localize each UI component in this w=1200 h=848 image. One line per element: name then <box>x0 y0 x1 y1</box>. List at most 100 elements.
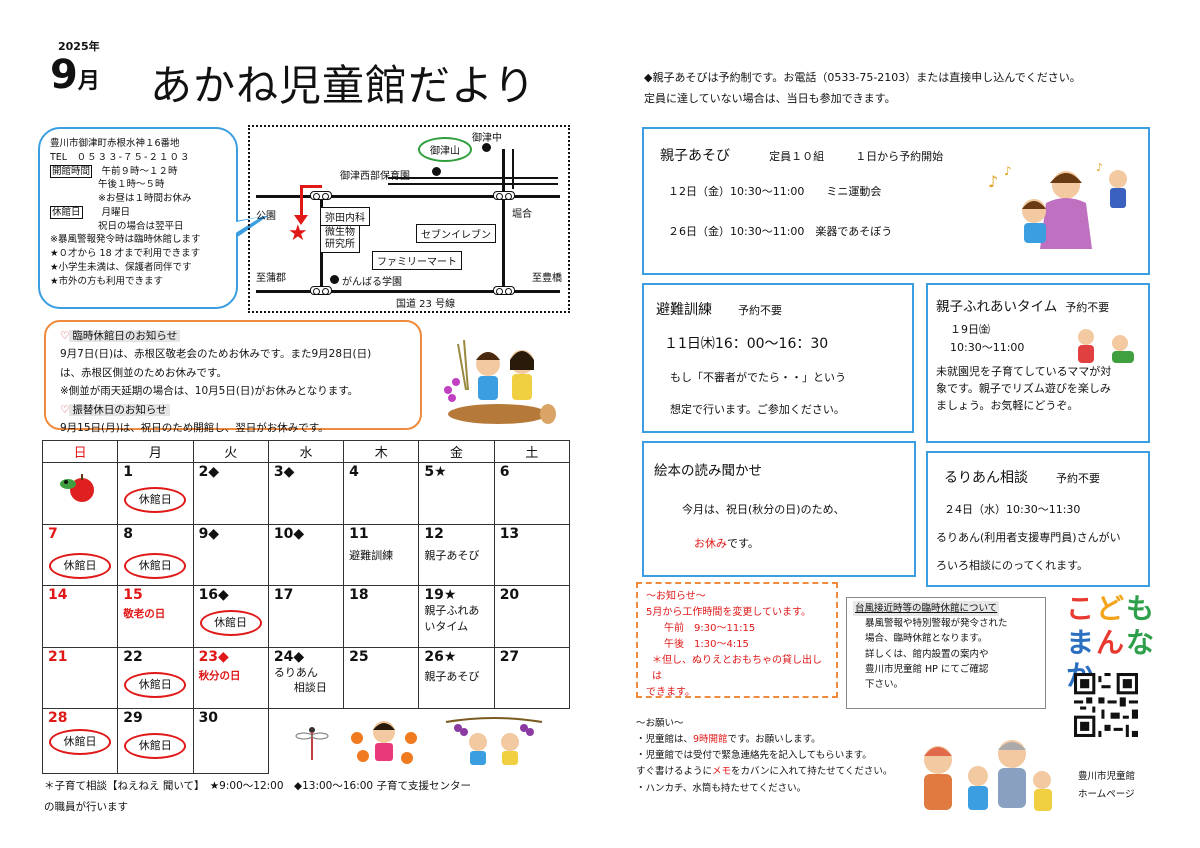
day-number: 1 <box>123 464 134 480</box>
asobi-event-2-date: ２6日（金）10:30～11:00 <box>668 225 805 238</box>
typhoon-closure-notice: 台風接近時等の臨時休館について 暴風警報や特別警報が発令された 場合、臨時休館と… <box>846 597 1046 709</box>
day-number: 9◆ <box>198 525 220 542</box>
event-label: 避難訓練 <box>349 548 394 562</box>
hinan-line-2: 想定で行います。ご参加ください。 <box>670 403 845 416</box>
map-label-to-gamagori: 至蒲郡 <box>256 273 286 284</box>
event-label: 親子あそび <box>424 669 480 683</box>
hours-note: ※お昼は１時間お休み <box>98 193 192 205</box>
day-number: 28 <box>48 710 68 727</box>
map-road-right <box>502 149 505 293</box>
info-bubble: 豊川市御津町赤根水神１6番地 TEL ０５３３-７５-２１０３ 開館時間 午前９… <box>38 127 238 309</box>
hours-am: 午前９時～１２時 <box>101 165 178 177</box>
asobi-reservation-start: １日から予約開始 <box>855 150 944 163</box>
month-number: 9 <box>50 52 78 98</box>
calendar-cell-24: 24◆るりあん相談日 <box>267 646 345 710</box>
day-number: 10◆ <box>273 525 305 542</box>
calendar-cell-10: 10◆ <box>267 523 345 587</box>
closed-day-oval: 休館日 <box>124 487 187 513</box>
map-arrow-down <box>294 215 308 225</box>
notice-title-2: 振替休日のお知らせ <box>69 403 170 416</box>
day-number: 21 <box>48 648 68 665</box>
day-number: 19★ <box>424 587 457 604</box>
fureai-reservation: 予約不要 <box>1065 301 1110 314</box>
fureai-line-3: ましょう。お気軽にどうぞ。 <box>936 399 1079 413</box>
calendar-cell-empty <box>344 709 419 774</box>
tel-label: TEL <box>50 151 68 163</box>
request-line-3: すぐ書けるようにメモをカバンに入れて持たせてください。 <box>636 764 926 780</box>
map-box-biseibutsu: 微生物 研究所 <box>320 225 360 253</box>
homepage-line-1: 豊川市児童館 <box>1078 771 1136 782</box>
request-line-2: ・児童館では受付で緊急連絡先を記入してもらいます。 <box>636 750 872 762</box>
notice-heading-2: ♡振替休日のお知らせ <box>60 401 406 419</box>
map-label-horiai: 堀合 <box>512 209 532 220</box>
map-label-mitsu-yama: 御津山 <box>418 137 472 162</box>
hinan-kunren-box: 避難訓練予約不要 １1日㈭16：00～16：30 もし「不審者がでたら・・」とい… <box>642 283 914 433</box>
hinan-line-1: もし「不審者がでたら・・」という <box>670 371 846 384</box>
asobi-event-1: １2日（金）10:30～11:00 ミニ運動会 <box>668 183 1138 199</box>
caution-heading: ～お知らせ～ <box>646 591 706 602</box>
notice-line-2: は、赤根区側並のためお休みです。 <box>60 366 227 379</box>
day-number: 30 <box>198 710 219 727</box>
address: 豊川市御津町赤根水神１6番地 <box>50 138 180 149</box>
notice-line-4: 9月15日(月)は、祝日のため開館し、翌日がお休みです。 <box>60 421 329 434</box>
asobi-event-2-name: 楽器であそぼう <box>815 225 893 238</box>
caution-line-2: ＊但し、ぬりえとおもちゃの貸し出しは <box>652 655 822 682</box>
page-title: あかね児童館だより <box>150 61 537 110</box>
map-label-hoikuen: 御津西部保育園 <box>340 171 410 182</box>
map-route-red-h <box>300 185 322 188</box>
day-number: 5★ <box>424 464 447 480</box>
calendar-cell-30: 30 <box>192 708 269 774</box>
calendar-cell-27: 27 <box>493 646 571 710</box>
heart-icon: ♡ <box>60 330 70 342</box>
closed-day-oval: 休館日 <box>199 610 262 637</box>
typhoon-line-4: 豊川市児童館 HP にてご確認 <box>865 663 989 675</box>
hinan-heading: 避難訓練予約不要 <box>656 299 902 319</box>
consultation-footnote: ＊子育て相談【ねえねえ 聞いて】 ★9:00～12:00 ◆13:00～16:0… <box>44 776 584 818</box>
notice-heading-1: ♡臨時休館日のお知らせ <box>60 327 406 345</box>
calendar-cell-empty <box>268 709 343 774</box>
kodomo-logo-line-1: こども <box>1066 592 1157 625</box>
day-number: 3◆ <box>273 464 295 480</box>
event-label: 相談日 <box>293 681 327 695</box>
notice-line-3: ※側並が雨天延期の場合は、10月5日(日)がお休みとなります。 <box>60 385 359 398</box>
calendar-cell-26: 26★親子あそび <box>418 646 495 710</box>
calendar-cell-4: 4 <box>343 462 420 525</box>
ehon-rest-suffix: です。 <box>727 537 759 550</box>
signal-icon <box>493 191 515 200</box>
day-number: 14 <box>48 587 68 604</box>
family-illustration <box>924 740 1052 811</box>
asobi-event-2: ２6日（金）10:30～11:00 楽器であそぼう <box>668 223 1138 239</box>
rurian-line-1: るりあん(利用者支援専門員)さんがい <box>936 531 1121 544</box>
asobi-event-1-name: ミニ運動会 <box>826 185 882 198</box>
heart-icon: ♡ <box>60 403 70 416</box>
persimmon-girl-illustration <box>350 721 417 765</box>
holiday-label: 敬老の日 <box>123 608 166 621</box>
asobi-heading: 親子あそび 定員１０組 １日から予約開始 <box>660 145 1138 165</box>
calendar-cell-18: 18 <box>343 585 420 648</box>
asobi-capacity: 定員１０組 <box>769 150 825 163</box>
event-label: 親子あそび <box>424 548 480 562</box>
day-number: 23◆ <box>198 648 229 665</box>
hinan-date: １1日㈭16：00～16：30 <box>664 336 829 352</box>
closed-line: 休館日 月曜日 <box>50 205 226 220</box>
event-label: 親子ふれあいタイム <box>424 604 480 633</box>
rule-guardian: ★小学生未満は、保護者同伴です <box>50 261 192 273</box>
calendar-cell-17: 17 <box>267 585 345 648</box>
fureai-line-2: 象です。親子でリズム遊びを楽しみ <box>936 382 1111 396</box>
day-number: 7 <box>48 525 58 542</box>
request-line-1-prefix: ・児童館は、 <box>636 734 694 746</box>
rurian-heading: るりあん相談予約不要 <box>936 467 1140 487</box>
weekday-wed: 水 <box>267 440 345 463</box>
day-number: 6 <box>499 464 510 480</box>
apple-icon <box>60 474 94 502</box>
day-number: 8 <box>123 525 134 542</box>
typhoon-line-1: 暴風警報や特別警報が発令された <box>865 618 1008 630</box>
map-route-red-v <box>300 185 303 215</box>
rurian-title: るりあん相談 <box>944 470 1028 486</box>
day-number: 25 <box>349 648 369 665</box>
